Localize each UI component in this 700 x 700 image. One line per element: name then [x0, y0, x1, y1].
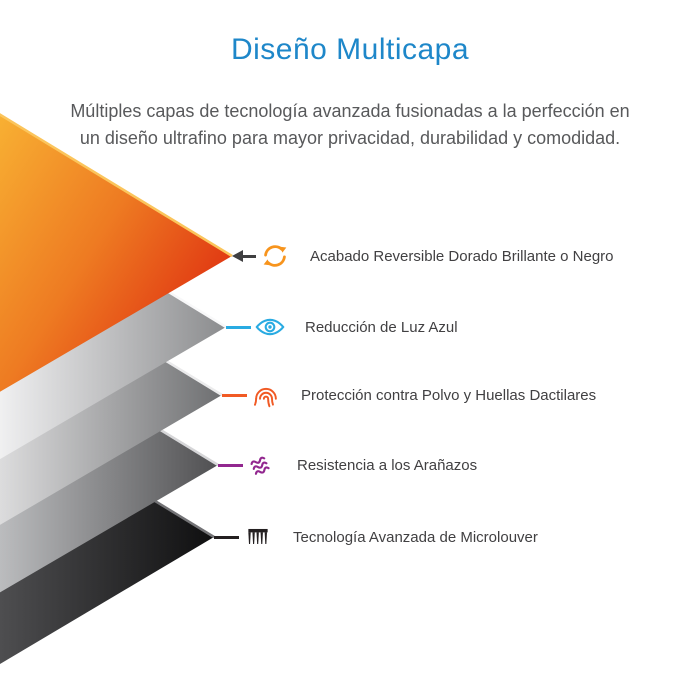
icon-wrap — [255, 312, 285, 342]
feature-row-blue-light: Reducción de Luz Azul — [226, 309, 458, 345]
icon-wrap — [251, 380, 281, 410]
icon-wrap — [247, 450, 277, 480]
layer-polygon-gold-reversible — [0, 114, 232, 392]
microlouver-icon — [248, 528, 268, 544]
feature-label: Protección contra Polvo y Huellas Dactil… — [301, 386, 597, 404]
icon-wrap — [243, 522, 273, 552]
page-subtitle: Múltiples capas de tecnología avanzada f… — [50, 98, 650, 152]
subtitle-line-1: Múltiples capas de tecnología avanzada f… — [70, 101, 630, 121]
feature-row-dust-fingerprint: Protección contra Polvo y Huellas Dactil… — [222, 377, 596, 413]
feature-label: Tecnología Avanzada de Microlouver — [293, 528, 538, 546]
icon-wrap — [260, 241, 290, 271]
leader-line — [222, 393, 247, 397]
feature-row-reversible-finish: Acabado Reversible Dorado Brillante o Ne… — [232, 238, 614, 274]
page-title: Diseño Multicapa — [230, 33, 470, 66]
fingerprint-icon — [254, 387, 277, 408]
leader-line — [243, 254, 256, 258]
subtitle-line-2: un diseño ultrafino para mayor privacida… — [79, 128, 621, 148]
leader-arrowhead-icon — [232, 250, 243, 262]
leader-line — [226, 325, 251, 329]
leader-line — [214, 535, 239, 539]
feature-label: Acabado Reversible Dorado Brillante o Ne… — [310, 247, 614, 265]
layer-edge-gold-reversible — [0, 113, 233, 258]
eye-icon — [255, 318, 285, 336]
reversible-arrows-icon — [263, 245, 287, 267]
feature-label: Resistencia a los Arañazos — [297, 456, 478, 474]
leader-line — [218, 463, 243, 467]
feature-label: Reducción de Luz Azul — [305, 318, 458, 336]
feature-row-microlouver: Tecnología Avanzada de Microlouver — [214, 519, 538, 555]
scratch-icon — [250, 456, 270, 475]
feature-row-scratch-resist: Resistencia a los Arañazos — [218, 447, 477, 483]
